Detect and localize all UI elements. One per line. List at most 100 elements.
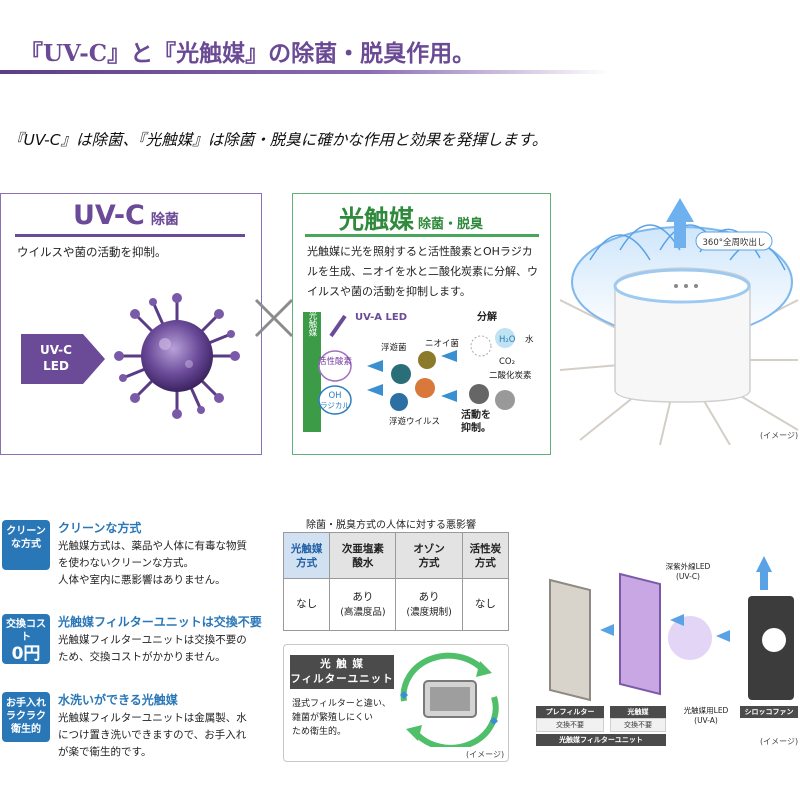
device-caption: (イメージ) bbox=[760, 431, 799, 440]
floating-virus-label: 浮遊ウイルス bbox=[389, 416, 440, 427]
arrow-icon bbox=[716, 630, 730, 642]
photocatalyst-note: 交換不要 bbox=[610, 718, 666, 732]
decomposed-icon bbox=[470, 335, 492, 357]
water-label: 水 bbox=[525, 334, 534, 345]
unit-title-line: 光 触 媒 bbox=[320, 658, 364, 670]
unit-desc-line: ため衛生的。 bbox=[292, 727, 347, 737]
prefilter-name: プレフィルター bbox=[536, 706, 604, 718]
feature-desc: 光触媒方式は、薬品や人体に有毒な物質 を使わないクリーンな方式。 人体や室内に悪… bbox=[58, 538, 247, 589]
uvc-led-label: 深紫外線LED (UV-C) bbox=[658, 562, 718, 582]
page-title: 『UV-C』と『光触媒』の除菌・脱臭作用。 bbox=[20, 40, 476, 67]
unit-desc-line: 湿式フィルターと違い、 bbox=[292, 699, 391, 709]
comparison-table: 光触媒方式 次亜塩素酸水 オゾン方式 活性炭方式 なし あり(高濃度品) あり(… bbox=[282, 532, 510, 631]
care-badge: お手入れ ラクラク 衛生的 bbox=[2, 692, 50, 742]
virus-small-icon bbox=[415, 378, 435, 398]
header-line: 光触媒 bbox=[290, 542, 323, 555]
header-line: 方式 bbox=[418, 556, 440, 569]
photocatalyst-panel: 光触媒除菌・脱臭 光触媒に光を照射すると活性酸素とOHラジカルを生成、ニオイを水… bbox=[292, 193, 551, 455]
comparison-title: 除菌・脱臭方式の人体に対する悪影響 bbox=[306, 520, 476, 531]
badge-line: 衛生的 bbox=[11, 724, 41, 735]
pc-divider bbox=[305, 234, 539, 237]
arrow-icon bbox=[367, 384, 383, 396]
subtitle: 『UV-C』は除菌、『光触媒』は除菌・脱臭に確かな作用と効果を発揮します。 bbox=[8, 131, 548, 149]
pc-title-sub: 除菌・脱臭 bbox=[418, 217, 484, 232]
table-row: なし あり (高濃度品) あり (濃度規制) なし bbox=[282, 578, 510, 631]
title-underline bbox=[0, 70, 610, 74]
badge-line: クリーン bbox=[6, 526, 46, 537]
clean-badge: クリーン な方式 bbox=[2, 520, 50, 570]
feature-desc-line: 光触媒方式は、薬品や人体に有毒な物質 bbox=[58, 540, 247, 552]
photocatalyst-bar bbox=[303, 312, 321, 432]
badge-number: 0円 bbox=[11, 644, 41, 664]
feature-desc-line: につけ置き洗いできますので、お手入れ bbox=[58, 729, 247, 741]
table-header-row: 光触媒方式 次亜塩素酸水 オゾン方式 活性炭方式 bbox=[282, 532, 510, 579]
feature-desc-line: を使わないクリーンな方式。 bbox=[58, 557, 194, 569]
uvc-led-arrow-icon: UV-C LED bbox=[21, 334, 105, 384]
table-cell: なし bbox=[461, 578, 510, 631]
fan-icon bbox=[762, 628, 786, 652]
led-glow-icon bbox=[668, 616, 712, 660]
prefilter-note: 交換不要 bbox=[536, 718, 604, 732]
uvc-panel-title: UV-C 除菌 bbox=[73, 200, 179, 231]
arrow-icon bbox=[670, 614, 684, 626]
decompose-label: 分解 bbox=[477, 310, 497, 323]
header-line: 活性炭 bbox=[469, 542, 502, 555]
unit-name: 光触媒フィルターユニット bbox=[536, 734, 666, 746]
odor-bacteria-label: ニオイ菌 bbox=[425, 338, 459, 349]
table-cell: あり (濃度規制) bbox=[395, 578, 463, 631]
uvc-title-sub: 除菌 bbox=[150, 212, 179, 228]
oh-label: OH bbox=[328, 391, 341, 401]
feature-title: クリーンな方式 bbox=[58, 521, 142, 535]
cell-value: あり bbox=[418, 590, 440, 603]
pc-description: 光触媒に光を照射すると活性酸素とOHラジカルを生成、ニオイを水と二酸化炭素に分解… bbox=[307, 245, 538, 298]
cell-value: あり bbox=[352, 590, 374, 603]
carbon-dioxide-label: 二酸化炭素 bbox=[489, 370, 532, 381]
uvc-description: ウイルスや菌の活動を抑制。 bbox=[17, 245, 167, 259]
odor-bacteria-icon bbox=[418, 351, 436, 369]
filter-unit-title: 光 触 媒 フィルターユニット bbox=[290, 655, 394, 689]
feature-desc-line: 人体や室内に悪影響はありません。 bbox=[58, 574, 226, 586]
active-oxygen-bubble bbox=[318, 350, 352, 382]
uva-led-line: 光触媒用LED bbox=[683, 706, 729, 715]
header-line: オゾン bbox=[413, 542, 445, 555]
filter-structure-diagram: 深紫外線LED (UV-C) 光触媒用LED (UV-A) プレフィルター 交換… bbox=[530, 550, 800, 750]
cell-note: (高濃度品) bbox=[340, 606, 386, 618]
sirocco-name: シロッコファン bbox=[740, 706, 798, 718]
header-line: 方式 bbox=[296, 556, 318, 569]
airflow-up-arrow-icon bbox=[666, 198, 694, 248]
cell-value: なし bbox=[296, 598, 318, 610]
sirocco-label: シロッコファン bbox=[740, 706, 798, 718]
badge-line: な方式 bbox=[11, 539, 41, 550]
suppress-label-1: 活動を bbox=[461, 408, 491, 421]
arrow-icon bbox=[600, 624, 614, 636]
cell-note: (濃度規制) bbox=[406, 606, 452, 618]
pc-title-text: 光触媒 bbox=[339, 205, 415, 234]
prefilter-label: プレフィルター 交換不要 bbox=[536, 706, 604, 732]
feature-title: 光触媒フィルターユニットは交換不要 bbox=[58, 615, 262, 629]
uva-arrow-icon bbox=[329, 314, 347, 338]
badge-line: お手入れ bbox=[6, 698, 46, 709]
uvc-title-text: UV-C bbox=[73, 200, 145, 231]
table-header: オゾン方式 bbox=[395, 532, 463, 579]
h2o-label: H₂O bbox=[499, 335, 516, 345]
air-purifier-image: 360°全周吹出し (イメージ) bbox=[559, 190, 800, 446]
virus-small-icon bbox=[390, 393, 408, 411]
unit-desc-line: 雑菌が繁殖しにくい bbox=[292, 713, 373, 723]
feature-desc: 光触媒フィルターユニットは交換不要の ため、交換コストがかかりません。 bbox=[58, 632, 247, 666]
uva-led-line: (UV-A) bbox=[694, 716, 718, 725]
led-label-2: LED bbox=[43, 359, 69, 373]
photocatalyst-filter-icon bbox=[619, 572, 661, 696]
suppressed-virus-icon bbox=[495, 390, 515, 410]
cell-value: なし bbox=[474, 598, 496, 610]
unit-label: 光触媒フィルターユニット bbox=[536, 734, 666, 746]
suppressed-bacteria-icon bbox=[469, 384, 489, 404]
feature-clean: クリーン な方式 クリーンな方式 光触媒方式は、薬品や人体に有毒な物質 を使わな… bbox=[2, 520, 262, 590]
prefilter-icon bbox=[549, 578, 591, 702]
suppress-label-2: 抑制。 bbox=[461, 421, 491, 434]
unit-title-line: フィルターユニット bbox=[290, 673, 394, 685]
table-header: 活性炭方式 bbox=[461, 532, 510, 579]
airflow-up-arrow-icon bbox=[756, 556, 772, 590]
arrow-icon bbox=[441, 350, 457, 362]
active-oxygen-label: 活性酸素 bbox=[318, 356, 353, 367]
feature-desc-line: 光触媒フィルターユニットは金属製、水 bbox=[58, 712, 247, 724]
